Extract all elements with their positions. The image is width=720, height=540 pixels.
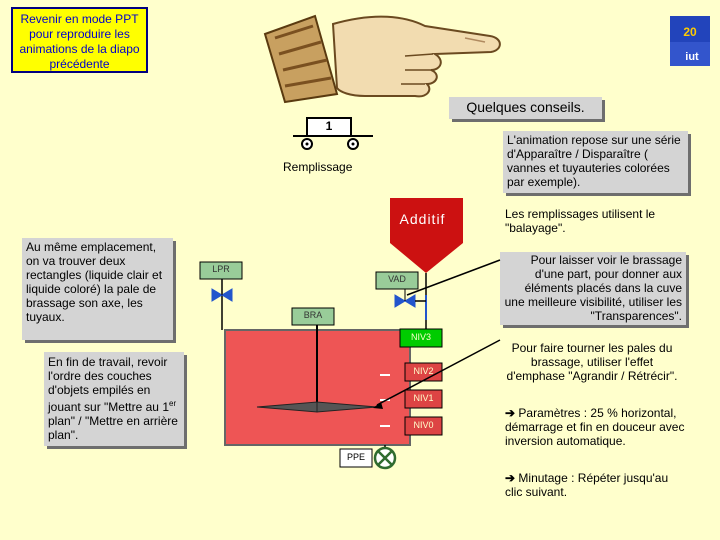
niv3-label: NIV3: [410, 332, 431, 342]
valve-number: 1: [325, 119, 333, 133]
additive-label: Additif: [399, 211, 446, 227]
tip-order-end: plan" / "Mettre en arrière plan".: [48, 414, 178, 442]
tank-diagram: [199, 198, 501, 470]
valve-label: Remplissage: [283, 160, 353, 174]
tip-order-main: En fin de travail, revoir l'ordre des co…: [48, 355, 169, 414]
niv0-tag: [404, 416, 443, 436]
valve-cart-icon: [293, 117, 373, 150]
lpr-tag: [199, 261, 243, 280]
tip-timing: ➔ Minutage : Répéter jusqu'au clic suiva…: [505, 471, 685, 499]
bra-tag: [291, 307, 335, 326]
arrow-to-blade: [376, 339, 501, 406]
vad-label: VAD: [388, 274, 406, 284]
params-text: Paramètres : 25 % horizontal, démarrage …: [505, 406, 685, 448]
niv3-tag: [399, 328, 443, 348]
slide-number: 20: [683, 25, 697, 39]
back-to-ppt-note: Revenir en mode PPT pour reproduire les …: [11, 7, 148, 73]
niv1-label: NIV1: [413, 393, 434, 403]
tip-rotate: Pour faire tourner les pales du brassage…: [506, 341, 678, 383]
ppe-label: PPE: [346, 452, 365, 462]
tip-animation: L'animation repose sur une série d'Appar…: [503, 131, 688, 193]
niv2-label: NIV2: [413, 366, 434, 376]
niv1-tag: [404, 389, 443, 409]
bra-label: BRA: [303, 310, 323, 320]
slide-logo: iut: [685, 51, 699, 63]
timing-text: Minutage : Répéter jusqu'au clic suivant…: [505, 471, 669, 499]
slide-badge-icon: 20 iut: [670, 16, 710, 66]
agitator-blade-right: [316, 401, 378, 413]
tip-stack: Au même emplacement, on va trouver deux …: [22, 238, 173, 340]
tip-order-sup: er: [169, 399, 177, 408]
arrow-right-icon: ➔: [505, 471, 516, 485]
arrow-right-icon: ➔: [505, 406, 516, 420]
tip-sweep: Les remplissages utilisent le "balayage"…: [505, 207, 656, 235]
page-title: Quelques conseils.: [449, 97, 602, 119]
niv0-label: NIV0: [413, 420, 434, 430]
arrow-to-vad: [406, 259, 501, 296]
tip-transparency: Pour laisser voir le brassage d'une part…: [500, 252, 686, 325]
tip-order: En fin de travail, revoir l'ordre des co…: [44, 352, 184, 446]
tip-params: ➔ Paramètres : 25 % horizontal, démarrag…: [505, 406, 685, 448]
additive-hopper: [390, 198, 463, 273]
lpr-label: LPR: [212, 264, 230, 274]
ppe-tag: [339, 448, 373, 468]
pointing-hand-icon: [263, 14, 501, 104]
ppe-cross-icon: [373, 446, 397, 470]
vad-tag: [375, 271, 419, 290]
